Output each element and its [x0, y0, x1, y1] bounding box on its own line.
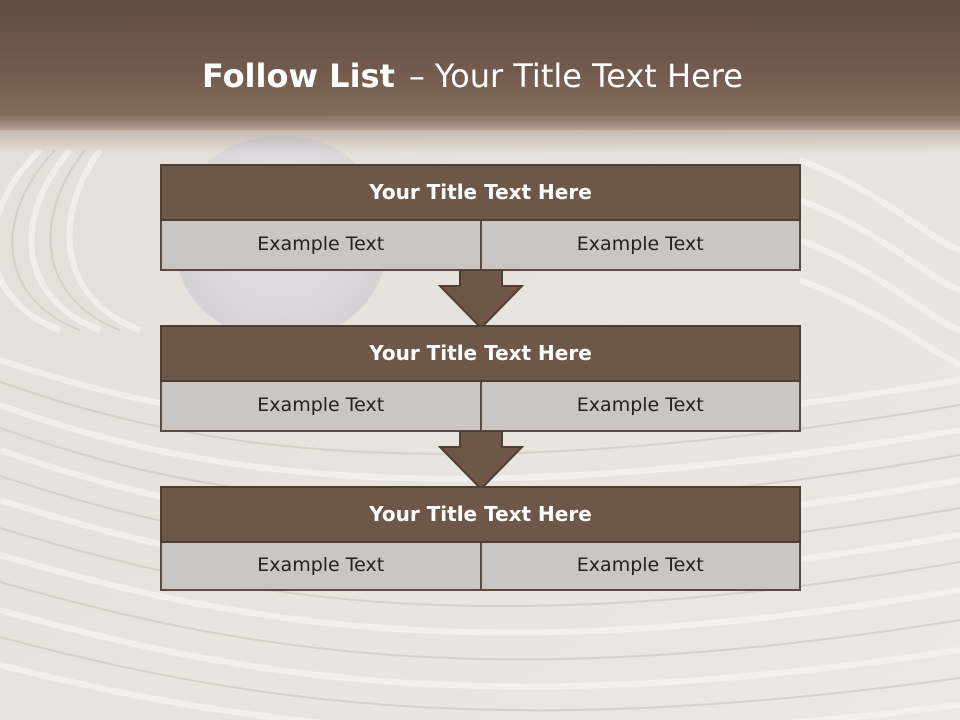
block-row: Example Text Example Text — [160, 382, 801, 432]
block-left-text: Example Text — [160, 382, 482, 432]
flow-block-1: Your Title Text Here Example Text Exampl… — [160, 164, 801, 271]
block-title: Your Title Text Here — [160, 325, 801, 382]
block-left-text: Example Text — [160, 221, 482, 271]
title-separator: – — [408, 57, 425, 95]
title-subtitle-part: Your Title Text Here — [434, 57, 743, 95]
down-arrow-icon — [438, 270, 524, 330]
down-arrow-icon — [438, 431, 524, 491]
block-right-text: Example Text — [481, 221, 801, 271]
block-title: Your Title Text Here — [160, 164, 801, 221]
block-row: Example Text Example Text — [160, 221, 801, 271]
block-right-text: Example Text — [481, 543, 801, 591]
header-fade — [0, 118, 960, 154]
page-title: Follow List–Your Title Text Here — [202, 52, 743, 100]
block-left-text: Example Text — [160, 543, 482, 591]
block-right-text: Example Text — [481, 382, 801, 432]
block-title: Your Title Text Here — [160, 486, 801, 543]
block-row: Example Text Example Text — [160, 543, 801, 591]
flow-block-2: Your Title Text Here Example Text Exampl… — [160, 325, 801, 432]
header-band — [0, 0, 960, 130]
title-bold-part: Follow List — [202, 57, 395, 95]
flow-block-3: Your Title Text Here Example Text Exampl… — [160, 486, 801, 591]
